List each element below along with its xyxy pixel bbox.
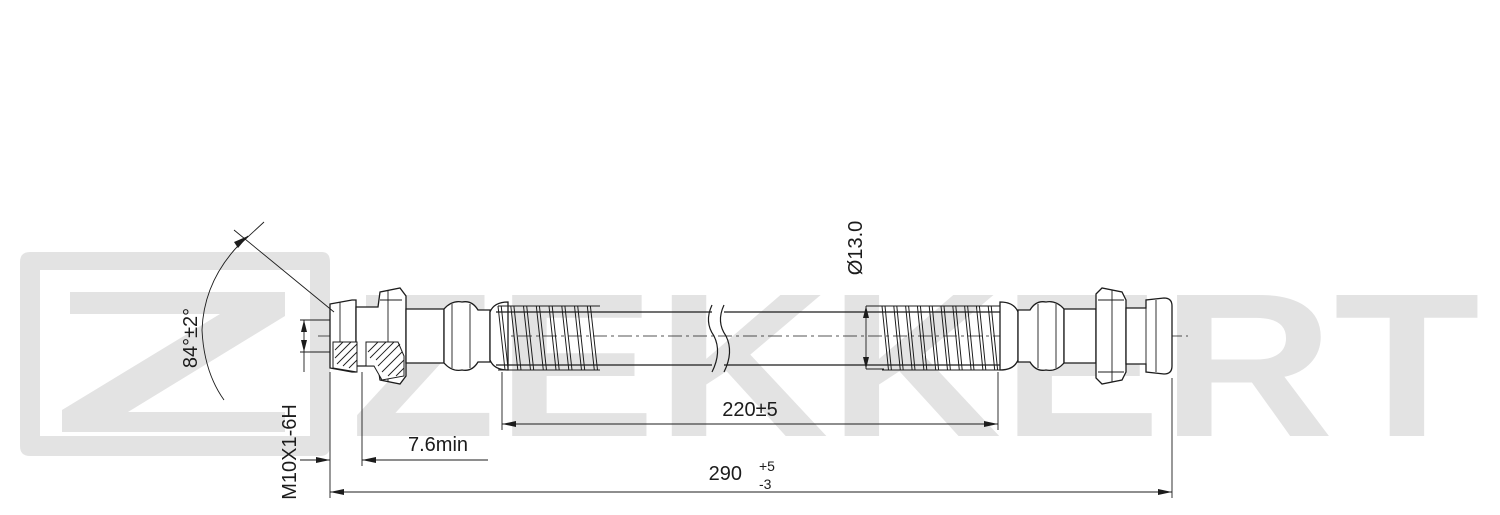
dim-thread-engagement: 7.6min (300, 434, 488, 463)
left-crimp (443, 301, 491, 371)
left-section-hatch (332, 341, 405, 381)
right-male-thread (1125, 297, 1173, 375)
spring-guards (497, 305, 1000, 371)
dim-flare-angle-value: 84°±2° (180, 308, 202, 368)
spring-guard-right (881, 305, 1000, 371)
right-fitting (999, 287, 1173, 385)
dim-overall-length: 290 +5 -3 (330, 458, 1172, 495)
hose-break-right (719, 304, 731, 373)
flare-angle-arc (201, 235, 249, 401)
left-fitting (329, 287, 509, 385)
dim-overall-tol-lower: -3 (759, 476, 772, 492)
right-hex (1095, 287, 1127, 385)
right-collar (1063, 308, 1097, 364)
dim-hose-length-value: 220±5 (722, 399, 777, 421)
right-ferrule (999, 301, 1019, 371)
dim-hose-diameter: Ø13.0 (845, 221, 869, 369)
right-crimp (1017, 301, 1065, 371)
dim-overall-value: 290 (709, 463, 742, 485)
watermark-z-glyph (62, 292, 285, 432)
left-collar (405, 308, 445, 364)
dim-overall-tol-upper: +5 (759, 458, 775, 474)
dim-hose-length: 220±5 (502, 399, 998, 427)
extension-lines (300, 305, 1173, 498)
dim-thread-spec: M10X1-6H (279, 320, 307, 500)
hose-body (496, 304, 1000, 373)
dim-hose-diameter-value: Ø13.0 (845, 221, 867, 275)
spring-guard-left (497, 305, 600, 371)
dim-flare-angle: 84°±2° (180, 221, 335, 401)
dim-thread-engagement-value: 7.6min (408, 434, 468, 456)
dim-thread-spec-value: M10X1-6H (279, 404, 301, 500)
hose-break-left (707, 304, 719, 373)
